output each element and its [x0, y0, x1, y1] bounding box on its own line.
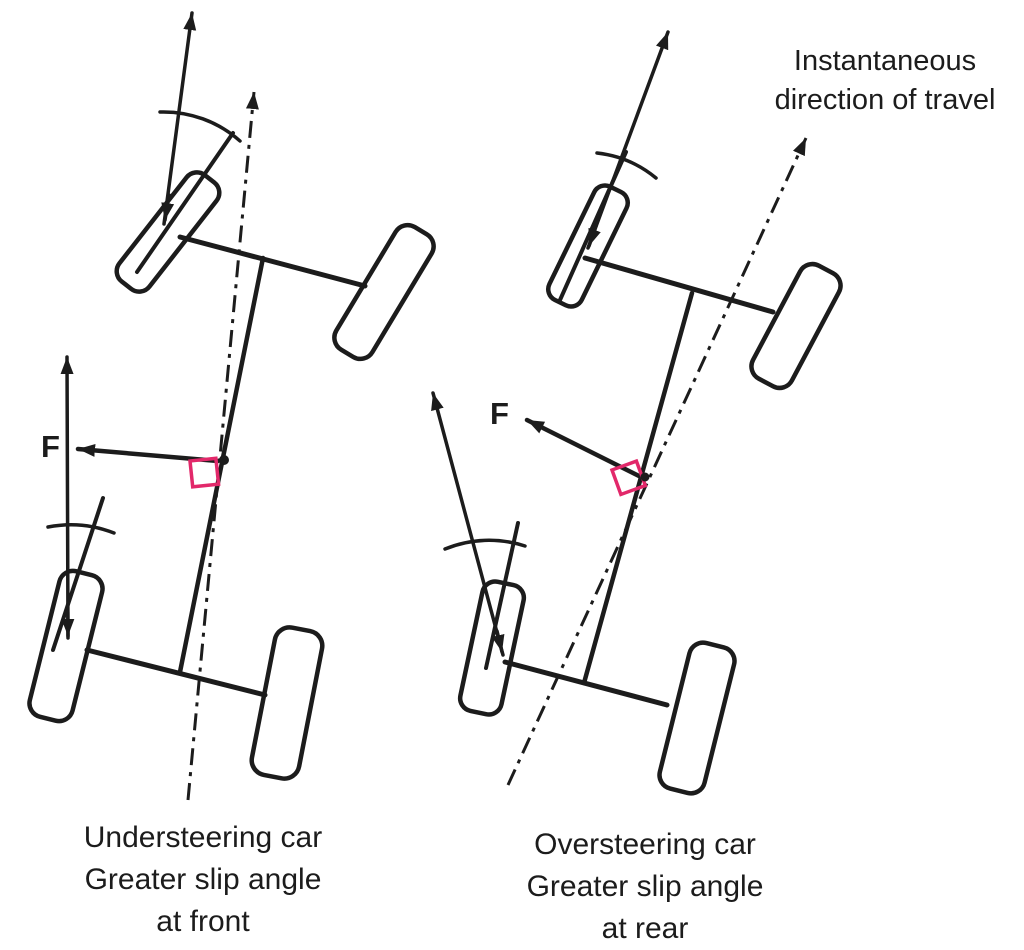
- rear-wheel-travel-arrow: [433, 393, 503, 655]
- rear-wheel-travel-arrow: [67, 357, 68, 638]
- force-arrow: [527, 420, 643, 478]
- front-slip-angle-arc: [160, 112, 240, 141]
- front-slip-angle-arc: [597, 153, 656, 178]
- front-right-wheel: [747, 259, 846, 393]
- rear-right-wheel: [657, 640, 738, 797]
- rear-right-wheel: [249, 625, 325, 781]
- front-axle: [180, 237, 365, 286]
- rear-slip-angle-arc: [48, 525, 114, 533]
- cg-point: [641, 473, 650, 482]
- front-wheel-heading-line: [137, 133, 233, 272]
- front-right-wheel: [329, 220, 439, 364]
- rear-left-wheel: [27, 568, 106, 724]
- chassis-line: [180, 258, 263, 672]
- understeering-car-diagram: [27, 13, 439, 800]
- oversteering-car-diagram: [433, 32, 845, 796]
- front-axle: [585, 258, 773, 312]
- front-wheel-travel-arrow: [588, 32, 668, 248]
- travel-direction-dashdot-arrow: [508, 138, 806, 785]
- rear-axle: [87, 650, 265, 695]
- cg-point: [219, 455, 229, 465]
